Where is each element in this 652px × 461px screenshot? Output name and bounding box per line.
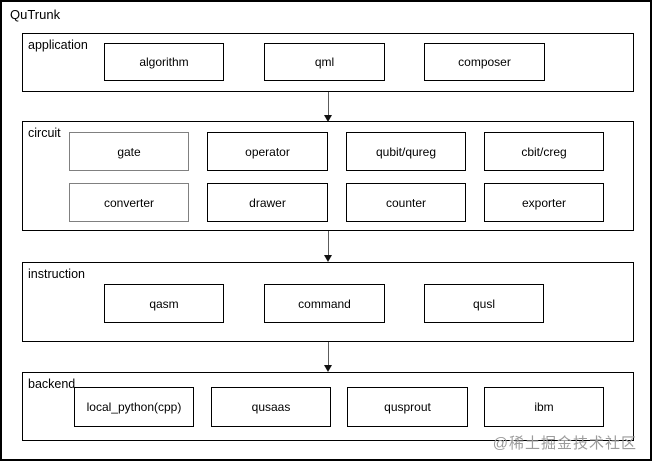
layer-circuit-label: circuit: [26, 126, 63, 141]
arrow-application-to-circuit: [322, 92, 335, 122]
node-drawer: drawer: [207, 183, 328, 222]
arrow-shaft: [327, 231, 330, 256]
layer-application-label: application: [26, 38, 90, 53]
node-ibm: ibm: [484, 387, 604, 427]
layer-instruction: instruction qasm command qusl: [22, 262, 634, 342]
node-qusprout: qusprout: [347, 387, 468, 427]
diagram-title: QuTrunk: [8, 7, 63, 23]
arrow-circuit-to-instruction: [322, 231, 335, 262]
layer-backend: backend local_python(cpp) qusaas qusprou…: [22, 372, 634, 441]
layer-backend-label: backend: [26, 377, 78, 392]
node-cbit-creg: cbit/creg: [484, 132, 604, 171]
node-qusaas: qusaas: [211, 387, 331, 427]
layer-circuit: circuit gate operator qubit/qureg cbit/c…: [22, 121, 634, 231]
node-qusl: qusl: [424, 284, 544, 323]
node-composer: composer: [424, 43, 545, 81]
node-exporter: exporter: [484, 183, 604, 222]
node-counter: counter: [346, 183, 466, 222]
arrow-down-icon: [324, 255, 332, 262]
node-qubit-qureg: qubit/qureg: [346, 132, 466, 171]
node-algorithm: algorithm: [104, 43, 224, 81]
arrow-down-icon: [324, 365, 332, 372]
watermark: @稀土掘金技术社区: [492, 435, 637, 452]
arrow-shaft: [327, 342, 330, 366]
node-gate: gate: [69, 132, 189, 171]
node-qml: qml: [264, 43, 385, 81]
node-operator: operator: [207, 132, 328, 171]
arrow-instruction-to-backend: [322, 342, 335, 372]
node-converter: converter: [69, 183, 189, 222]
layer-application: application algorithm qml composer: [22, 33, 634, 92]
node-command: command: [264, 284, 385, 323]
arrow-down-icon: [324, 115, 332, 122]
node-qasm: qasm: [104, 284, 224, 323]
arrow-shaft: [327, 92, 330, 116]
layer-instruction-label: instruction: [26, 267, 87, 282]
node-local-python-cpp: local_python(cpp): [74, 387, 194, 427]
